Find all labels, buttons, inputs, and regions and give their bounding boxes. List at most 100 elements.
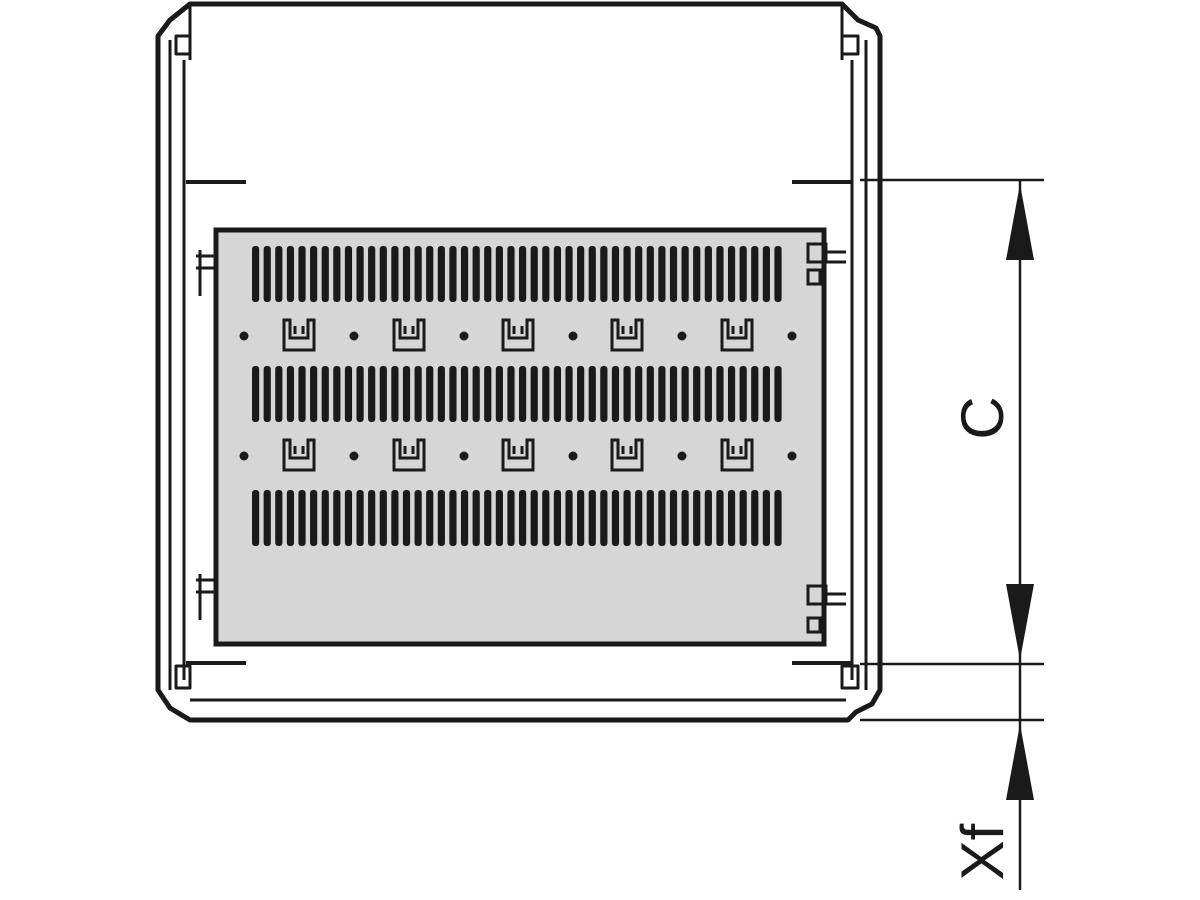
- cable-clip: [501, 318, 535, 352]
- vent-slot: [414, 490, 422, 546]
- mounting-hole: [459, 451, 469, 461]
- vent-slot: [693, 246, 701, 302]
- vent-slot: [484, 246, 492, 302]
- enclosure-frame: [155, 1, 883, 723]
- vent-slot: [727, 246, 736, 302]
- vent-slot: [530, 246, 538, 302]
- mounting-hole: [677, 331, 687, 341]
- vent-slot: [693, 366, 701, 422]
- clip-row: [239, 318, 797, 352]
- vent-slot: [414, 246, 422, 302]
- vent-slot: [402, 366, 411, 422]
- vent-slot: [298, 366, 306, 422]
- vent-slot: [263, 246, 271, 302]
- vent-slot: [774, 366, 782, 422]
- vent-slot: [751, 366, 759, 422]
- vent-slot: [391, 246, 399, 302]
- top-inner-edge: [188, 4, 844, 60]
- vent-slot: [565, 366, 573, 422]
- vent-slot: [484, 366, 492, 422]
- corner-top-right: [840, 34, 860, 56]
- vent-slot: [368, 366, 376, 422]
- arrow-c-top: [1006, 184, 1034, 260]
- vent-slot: [751, 246, 759, 302]
- vent-slot: [286, 366, 295, 422]
- vent-slot: [542, 246, 550, 302]
- mounting-hole: [349, 451, 359, 461]
- vent-slot: [426, 366, 434, 422]
- vent-slot: [716, 490, 724, 546]
- vent-slot: [460, 366, 469, 422]
- vent-slot: [275, 366, 283, 422]
- vent-slot: [507, 366, 515, 422]
- vent-slot: [449, 490, 457, 546]
- mounting-hole: [677, 451, 687, 461]
- vent-slot: [739, 490, 747, 546]
- vent-slot: [356, 366, 364, 422]
- vent-slot: [774, 490, 782, 546]
- vent-slot: [600, 490, 608, 546]
- vent-row: [252, 246, 782, 302]
- vent-slot: [286, 490, 295, 546]
- left-rail: [168, 40, 186, 690]
- vent-slot: [472, 366, 480, 422]
- mounting-brackets: [186, 180, 852, 665]
- vent-slot: [646, 490, 654, 546]
- arrow-xf-up: [1006, 724, 1034, 800]
- vent-slot: [704, 366, 712, 422]
- vent-slot: [495, 490, 503, 546]
- vent-slot: [437, 490, 445, 546]
- cable-clip: [720, 438, 754, 472]
- arrow-c-bottom: [1006, 584, 1034, 660]
- vent-slot: [426, 246, 434, 302]
- vent-slot: [588, 246, 596, 302]
- vent-slot: [762, 246, 770, 302]
- vent-slot: [635, 246, 643, 302]
- vent-slot: [739, 366, 747, 422]
- cable-clip: [392, 438, 426, 472]
- vent-slot: [553, 490, 562, 546]
- vent-slot: [391, 490, 399, 546]
- vent-slot: [611, 490, 620, 546]
- frame-outline: [155, 1, 883, 723]
- vent-slot: [519, 246, 527, 302]
- vent-slot: [530, 490, 538, 546]
- hook-top-left: [196, 250, 214, 296]
- vent-slot: [402, 246, 411, 302]
- vent-slot: [507, 490, 515, 546]
- vent-slot: [577, 366, 585, 422]
- vent-slot: [704, 490, 712, 546]
- corner-top-left: [174, 34, 192, 56]
- vent-slot: [391, 366, 399, 422]
- vent-slot: [449, 366, 457, 422]
- vent-slot: [519, 490, 527, 546]
- cable-clip: [501, 438, 535, 472]
- vent-slot: [669, 366, 678, 422]
- vent-slot: [437, 246, 445, 302]
- vent-slot: [600, 366, 608, 422]
- vent-slot: [716, 366, 724, 422]
- vent-slot: [542, 366, 550, 422]
- hook-top-right: [806, 242, 846, 286]
- vent-slot: [681, 366, 689, 422]
- vent-row: [252, 366, 782, 422]
- vent-slot: [681, 246, 689, 302]
- vent-slot: [588, 490, 596, 546]
- vent-row: [252, 490, 782, 546]
- cable-clip: [282, 318, 316, 352]
- vent-slot: [298, 246, 306, 302]
- vent-slot: [426, 490, 434, 546]
- vent-slot: [530, 366, 538, 422]
- dimension-xf-label: Xf: [949, 823, 1016, 880]
- vent-slot: [379, 246, 387, 302]
- vent-slot: [658, 366, 666, 422]
- cable-clip: [610, 438, 644, 472]
- vent-slot: [611, 366, 620, 422]
- vent-slot: [460, 246, 469, 302]
- vent-slot: [762, 490, 770, 546]
- vent-slot: [484, 490, 492, 546]
- vent-slot: [252, 246, 260, 302]
- vent-slot: [379, 366, 387, 422]
- vent-slot: [344, 366, 353, 422]
